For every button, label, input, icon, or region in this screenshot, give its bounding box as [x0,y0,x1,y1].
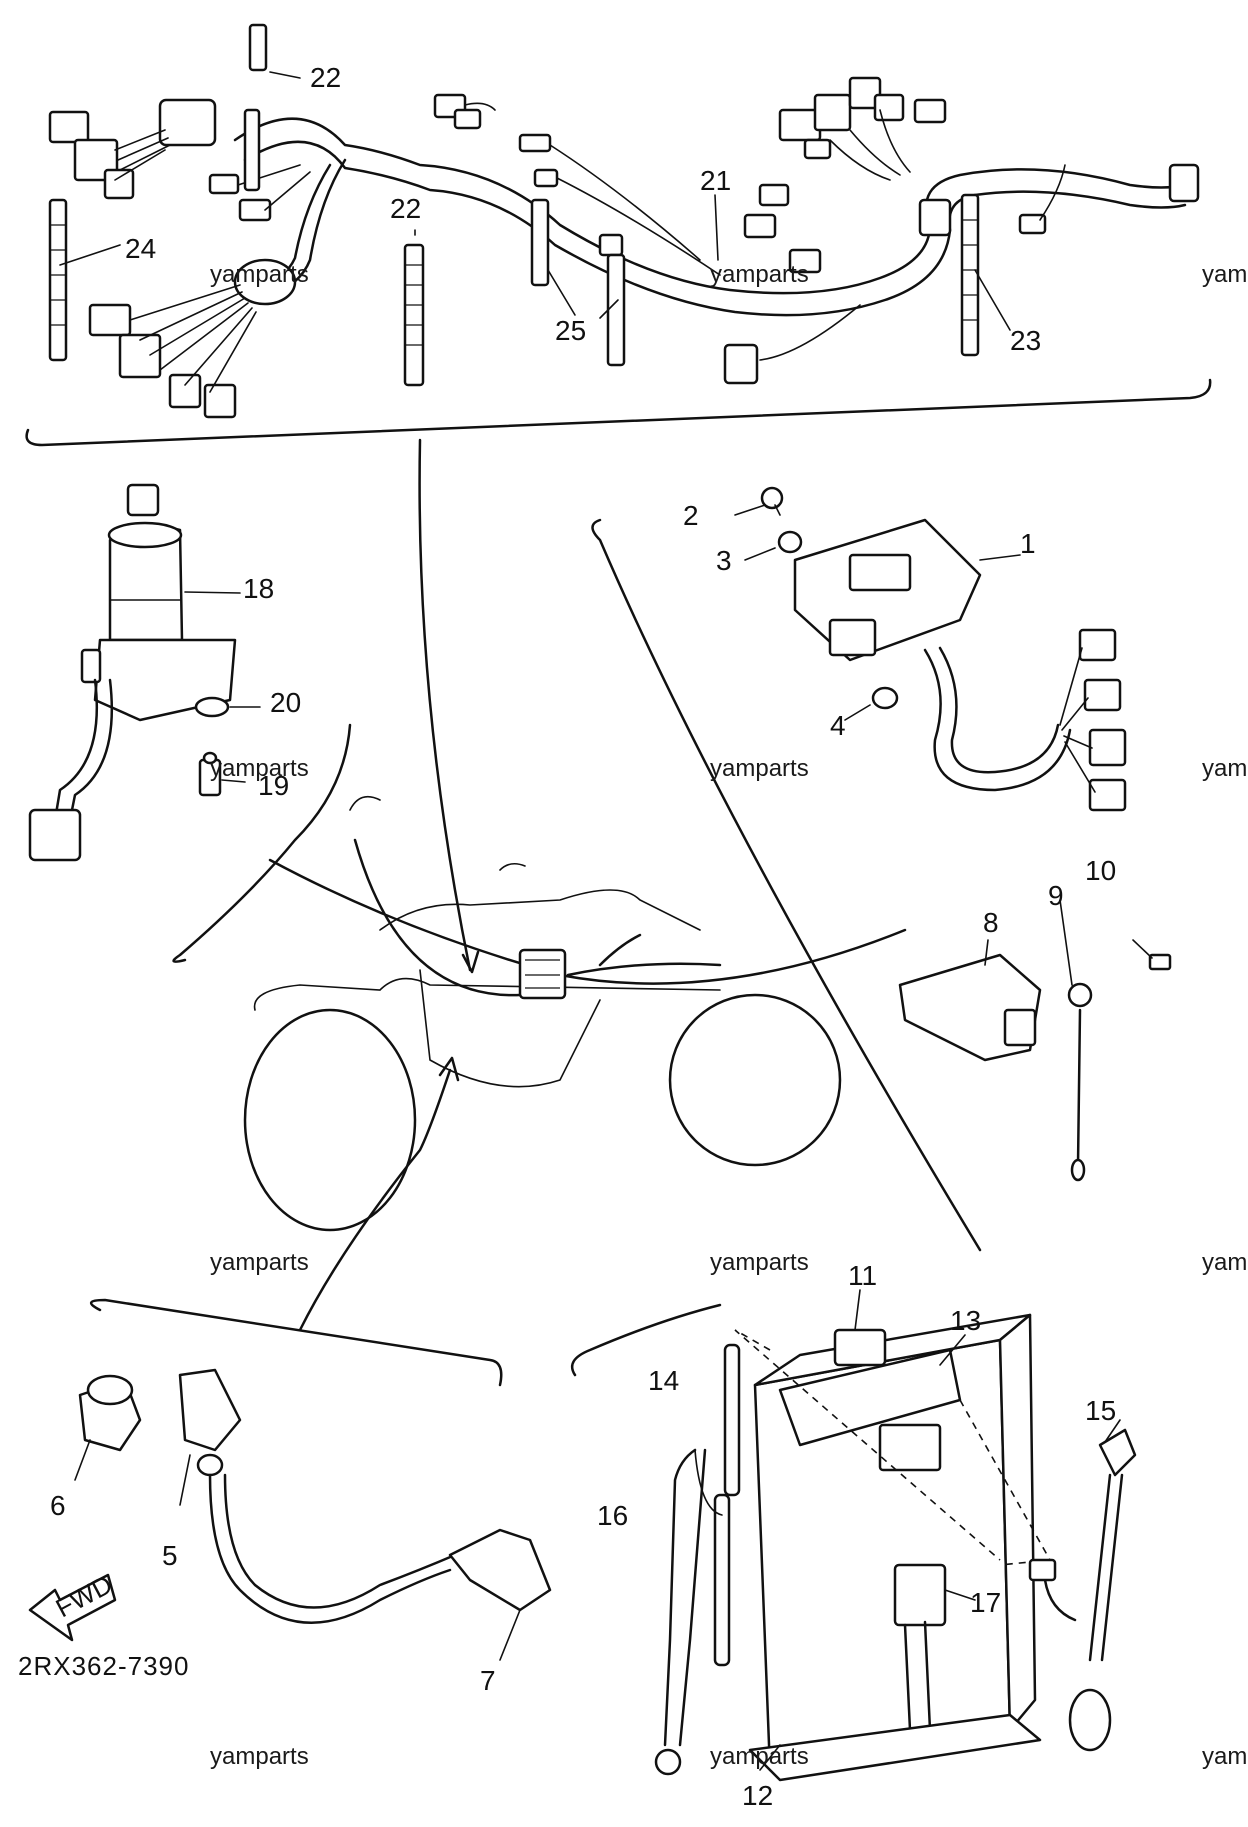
part-label-8: 8 [983,907,999,938]
battery-group [570,1289,1137,1782]
part-label-11: 11 [848,1260,877,1291]
watermark-text: yamparts [710,261,809,288]
watermark-text: yamparts [1202,755,1248,782]
part-label-17: 17 [970,1587,1001,1618]
watermark-text: yamparts [710,1743,809,1770]
watermark-text: yamparts [710,1249,809,1276]
watermark-text: yamparts [1202,1249,1248,1276]
cdi-unit-group [591,486,1127,1252]
part-label-14: 14 [648,1365,679,1396]
drawing-code: 2RX362-7390 [18,1651,189,1681]
part-label-7: 7 [480,1665,496,1696]
watermark-text: yamparts [1202,1743,1248,1770]
part-label-13: 13 [950,1305,981,1336]
part-label-9: 9 [1048,880,1064,911]
watermark-text: yamparts [210,1249,309,1276]
part-number-labels: 22 22 21 24 25 23 18 20 19 2 3 1 4 10 9 … [50,62,1116,1811]
part-label-6: 6 [50,1490,66,1521]
part-label-19: 19 [258,770,289,801]
part-label-4: 4 [830,710,846,741]
watermark-text: yamparts [210,261,309,288]
watermark-text: yamparts [210,1743,309,1770]
part-label-25: 25 [555,315,586,346]
part-label-21: 21 [700,165,731,196]
watermarks: yamparts yamparts yamparts yamparts yamp… [210,261,1248,1770]
part-label-22-top: 22 [310,62,341,93]
watermark-text: yamparts [710,755,809,782]
part-label-3: 3 [716,545,732,576]
watermark-text: yamparts [210,755,309,782]
watermark-text: yamparts [1202,261,1248,288]
motorcycle-outline [172,723,907,1232]
part-label-12: 12 [742,1780,773,1811]
part-label-20: 20 [270,687,301,718]
fwd-arrow: FWD [28,1569,117,1642]
part-label-1: 1 [1020,528,1036,559]
part-label-16: 16 [597,1500,628,1531]
relay-lead-group [898,899,1172,1182]
part-label-5: 5 [162,1540,178,1571]
part-label-23: 23 [1010,325,1041,356]
wire-harness-group [25,23,1212,447]
part-label-24: 24 [125,233,156,264]
ignition-coil-group: FWD [28,1056,552,1661]
part-label-22-mid: 22 [390,193,421,224]
part-label-18: 18 [243,573,274,604]
part-label-10: 10 [1085,855,1116,886]
ignition-switch-group [28,483,261,862]
part-label-2: 2 [683,500,699,531]
part-label-15: 15 [1085,1395,1116,1426]
